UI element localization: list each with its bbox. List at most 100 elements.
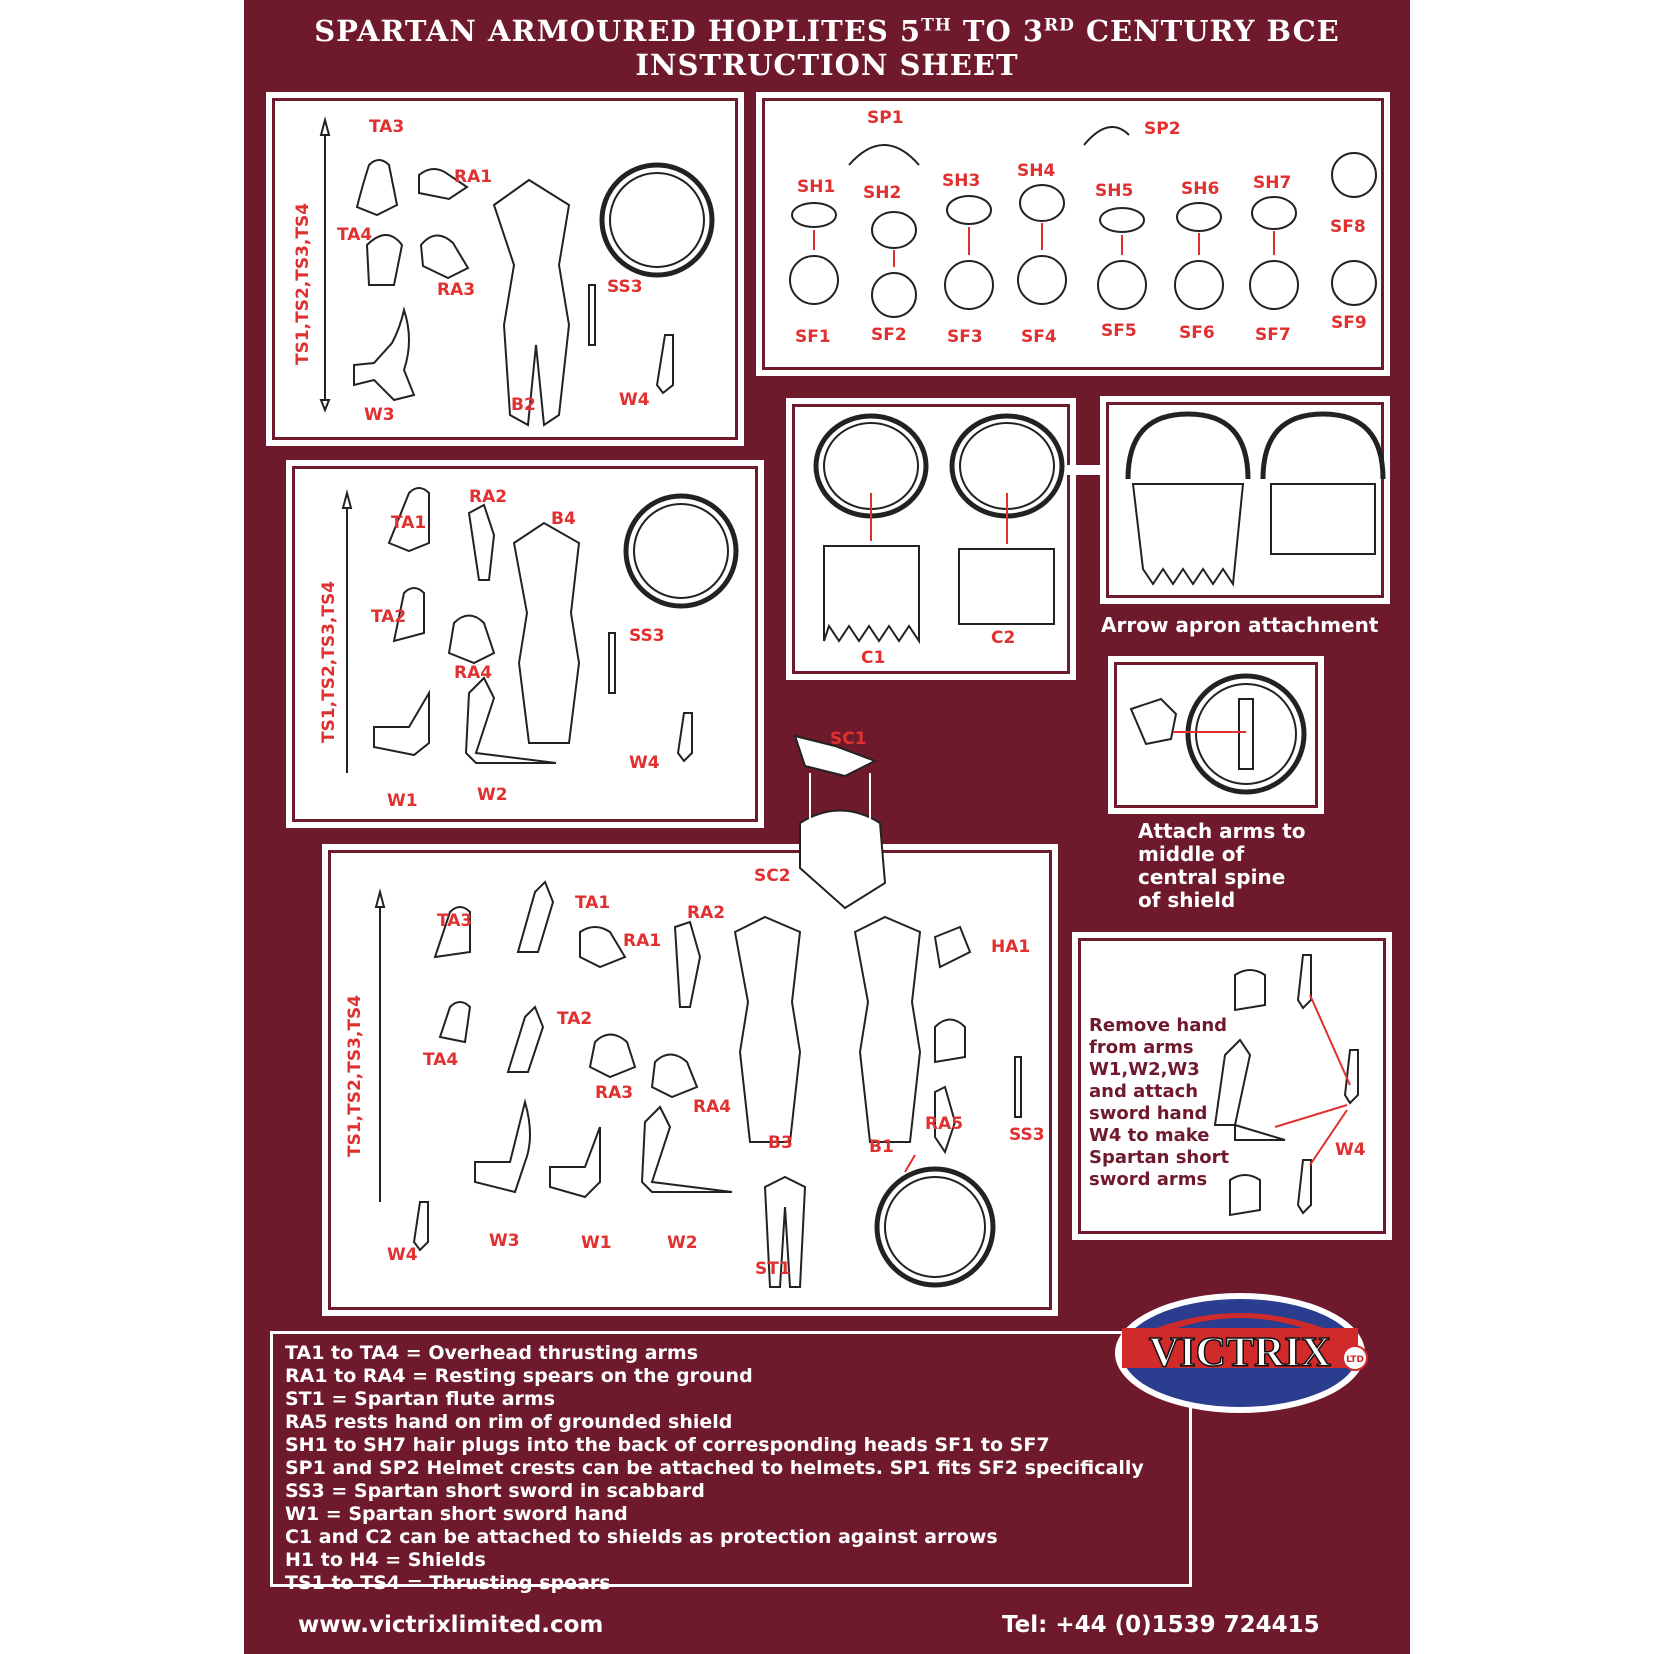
part-label: HA1 xyxy=(991,937,1031,957)
part-label: TA3 xyxy=(369,117,405,137)
part-label: RA5 xyxy=(925,1114,964,1134)
part-label: SH7 xyxy=(1253,173,1292,193)
part-label: SH3 xyxy=(942,171,981,191)
remove-hand-text: Remove hand from arms W1,W2,W3 and attac… xyxy=(1089,1015,1230,1190)
website-link[interactable]: www.victrixlimited.com xyxy=(298,1612,604,1638)
part-label: SS3 xyxy=(629,626,665,646)
part-label: ST1 xyxy=(755,1259,791,1279)
part-label: TA4 xyxy=(423,1050,459,1070)
apron-attached-drawing xyxy=(1125,411,1386,587)
legend-line: TS1 to TS4 = Thrusting spears xyxy=(285,1572,611,1594)
part-label: RA3 xyxy=(437,280,476,300)
heads-drawing xyxy=(789,126,1377,318)
logo-text: VICTRIX xyxy=(1149,1330,1331,1376)
legend-line: TA1 to TA4 = Overhead thrusting arms xyxy=(285,1342,699,1364)
part-label: W1 xyxy=(387,791,418,811)
part-label: SF8 xyxy=(1330,217,1366,237)
part-label: W4 xyxy=(629,753,660,773)
legend-line: C1 and C2 can be attached to shields as … xyxy=(285,1526,998,1548)
logo-ltd: LTD xyxy=(1346,1355,1364,1365)
part-label: B4 xyxy=(551,509,576,529)
part-label: SC1 xyxy=(830,729,867,749)
part-label: TA3 xyxy=(437,911,473,931)
part-label: RA1 xyxy=(623,931,662,951)
sprue-2-drawing xyxy=(341,487,739,773)
part-label: RA4 xyxy=(454,663,493,683)
part-label: C2 xyxy=(991,628,1016,648)
part-label: SF6 xyxy=(1179,323,1215,343)
part-label: SF9 xyxy=(1331,313,1367,333)
part-label: SF5 xyxy=(1101,321,1137,341)
legend-line: SH1 to SH7 hair plugs into the back of c… xyxy=(285,1434,1050,1456)
attach-caption: Attach arms to middle of central spine o… xyxy=(1138,819,1306,912)
apron-connector xyxy=(1066,465,1102,475)
part-label: W2 xyxy=(477,785,508,805)
part-label: RA4 xyxy=(693,1097,732,1117)
part-label: SF2 xyxy=(871,325,907,345)
aprons-drawing xyxy=(813,413,1065,645)
panel-heads: SP1 SP2 SH1 SH2 SH3 SH4 SH5 SH6 SH7 SF8 … xyxy=(756,92,1390,376)
part-label: B3 xyxy=(768,1133,793,1153)
part-label: SH1 xyxy=(797,177,836,197)
panel-attach-arms xyxy=(1108,656,1324,814)
part-label: B1 xyxy=(869,1137,894,1157)
legend-line: RA5 rests hand on rim of grounded shield xyxy=(285,1411,733,1433)
sprue-3-drawing xyxy=(374,880,1022,1288)
part-label: SP1 xyxy=(867,108,904,128)
part-label: SH4 xyxy=(1017,161,1056,181)
part-label: C1 xyxy=(861,648,886,668)
cloak-drawing xyxy=(793,734,887,910)
part-label: SF4 xyxy=(1021,327,1057,347)
part-label: TA2 xyxy=(371,607,407,627)
part-label: SP2 xyxy=(1144,119,1181,139)
spear-label: TS1,TS2,TS3,TS4 xyxy=(319,580,339,743)
part-label: W2 xyxy=(667,1233,698,1253)
sheet-title: SPARTAN ARMOURED HOPLITES 5TH TO 3RD CEN… xyxy=(314,14,1340,48)
part-label: SC2 xyxy=(754,866,791,886)
spear-label: TS1,TS2,TS3,TS4 xyxy=(345,994,365,1157)
part-label: SF7 xyxy=(1255,325,1291,345)
panel-sprue-3: TS1,TS2,TS3,TS4 TA3 TA1 RA2 RA1 HA1 TA2 … xyxy=(322,844,1058,1316)
part-label: TA1 xyxy=(575,893,611,913)
part-label: SH6 xyxy=(1181,179,1220,199)
part-label: SS3 xyxy=(1009,1125,1045,1145)
attach-arms-drawing xyxy=(1129,673,1307,795)
part-label: B2 xyxy=(511,395,536,415)
part-label: W4 xyxy=(619,390,650,410)
victrix-logo-mark: VICTRIX LTD xyxy=(1115,1293,1368,1413)
phone-number: Tel: +44 (0)1539 724415 xyxy=(1002,1612,1320,1638)
part-label: W3 xyxy=(364,405,395,425)
legend-line: SS3 = Spartan short sword in scabbard xyxy=(285,1480,705,1502)
part-label: W1 xyxy=(581,1233,612,1253)
panel-sprue-2: TS1,TS2,TS3,TS4 TA1 RA2 B4 TA2 SS3 RA4 W… xyxy=(286,460,764,828)
part-label: RA2 xyxy=(687,903,726,923)
part-label: SH2 xyxy=(863,183,902,203)
legend-line: SP1 and SP2 Helmet crests can be attache… xyxy=(285,1457,1144,1479)
part-label: TA4 xyxy=(337,225,373,245)
spear-label: TS1,TS2,TS3,TS4 xyxy=(293,202,313,365)
part-label: SS3 xyxy=(607,277,643,297)
sprue-1-drawing xyxy=(319,116,715,427)
part-label: SF3 xyxy=(947,327,983,347)
part-label: RA2 xyxy=(469,487,508,507)
part-label: RA1 xyxy=(454,167,493,187)
legend-box: TA1 to TA4 = Overhead thrusting arms RA1… xyxy=(270,1331,1192,1594)
part-label: W4 xyxy=(1335,1140,1366,1160)
part-label: SH5 xyxy=(1095,181,1134,201)
victrix-logo: VICTRIX LTD xyxy=(1110,1288,1370,1422)
part-label: TA2 xyxy=(557,1009,593,1029)
apron-caption: Arrow apron attachment xyxy=(1101,613,1379,637)
panel-remove-hand: W4 Remove hand from arms W1,W2,W3 and at… xyxy=(1072,932,1392,1240)
legend-line: W1 = Spartan short sword hand xyxy=(285,1503,628,1525)
part-label: RA3 xyxy=(595,1083,634,1103)
legend-line: RA1 to RA4 = Resting spears on the groun… xyxy=(285,1365,753,1387)
part-label: SF1 xyxy=(795,327,831,347)
part-label: W3 xyxy=(489,1231,520,1251)
part-label: TA1 xyxy=(391,513,427,533)
legend-line: H1 to H4 = Shields xyxy=(285,1549,486,1571)
part-label: W4 xyxy=(387,1245,418,1265)
panel-sprue-1: TS1,TS2,TS3,TS4 TA3 RA1 TA4 RA3 SS3 W3 B… xyxy=(266,92,744,446)
legend-line: ST1 = Spartan flute arms xyxy=(285,1388,556,1410)
sheet-subtitle: INSTRUCTION SHEET xyxy=(635,48,1019,82)
remove-hand-drawing xyxy=(1213,954,1359,1217)
